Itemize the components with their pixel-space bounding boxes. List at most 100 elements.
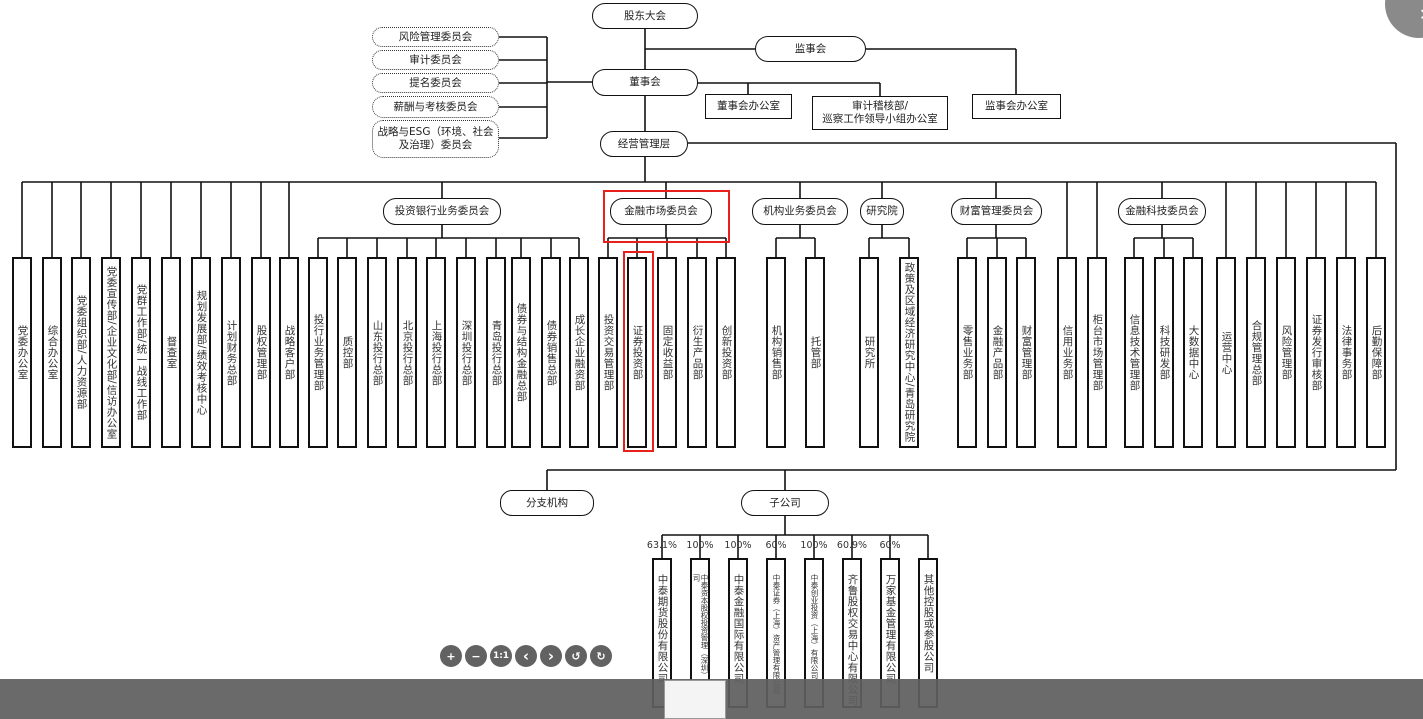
department-label: 计划财务总部	[225, 319, 238, 386]
department-label: 青岛投行总部	[490, 319, 503, 386]
department-label: 法律事务部	[1340, 325, 1353, 380]
subsidiary-label: 中泰资本股权投资管理（深圳）有限公司	[692, 574, 709, 702]
department-label: 合规管理总部	[1250, 319, 1263, 386]
department-box: 山东投行总部	[367, 257, 387, 448]
subsidiary-box: 中泰资本股权投资管理（深圳）有限公司	[690, 558, 710, 708]
department-box: 法律事务部	[1336, 257, 1356, 448]
department-box: 科技研发部	[1154, 257, 1174, 448]
department-box: 规划发展部/绩效考核中心	[191, 257, 211, 448]
rotate-left-button[interactable]: ↺	[565, 645, 587, 667]
zoom-out-button[interactable]: −	[465, 645, 487, 667]
department-label: 北京投行总部	[401, 319, 414, 386]
department-box: 柜台市场管理部	[1087, 257, 1107, 448]
node-board-of-directors: 董事会	[592, 69, 698, 96]
subsidiary-label: 中泰金融国际有限公司	[732, 574, 745, 684]
department-box: 计划财务总部	[221, 257, 241, 448]
department-box: 督查室	[161, 257, 181, 448]
subsidiary-label: 万家基金管理有限公司	[884, 574, 897, 684]
committee-fintech: 金融科技委员会	[1118, 198, 1206, 225]
department-box: 深圳投行总部	[456, 257, 476, 448]
board-committee-audit: 审计委员会	[372, 50, 499, 70]
department-label: 运营中心	[1220, 330, 1233, 375]
node-audit-dept: 审计稽核部/ 巡察工作领导小组办公室	[812, 96, 948, 130]
department-label: 财富管理部	[1020, 325, 1033, 380]
department-label: 党委办公室	[16, 325, 29, 380]
department-label: 深圳投行总部	[460, 319, 473, 386]
thumbnail-image[interactable]	[664, 680, 726, 719]
department-label: 科技研发部	[1158, 325, 1171, 380]
department-label: 创新投资部	[720, 325, 733, 380]
department-box: 托管部	[805, 257, 825, 448]
department-label: 质控部	[341, 336, 354, 369]
department-box: 信息技术管理部	[1124, 257, 1144, 448]
ownership-percent: 60.9%	[836, 540, 868, 551]
node-supervisory-board: 监事会	[755, 36, 866, 62]
department-box: 成长企业融资部	[569, 257, 589, 448]
committee-financial-markets: 金融市场委员会	[610, 198, 712, 225]
ownership-percent: 60%	[765, 540, 787, 551]
board-committee-risk: 风险管理委员会	[372, 27, 499, 47]
department-box: 研究所	[859, 257, 879, 448]
ownership-percent: 100%	[724, 540, 752, 551]
next-button[interactable]: ›	[540, 645, 562, 667]
department-box: 创新投资部	[716, 257, 736, 448]
node-supervisors-office: 监事会办公室	[972, 94, 1061, 119]
board-committee-strategy-esg: 战略与ESG（环境、社会及治理）委员会	[372, 120, 499, 158]
close-icon: ✕	[1419, 5, 1423, 24]
department-label: 衍生产品部	[691, 325, 704, 380]
highlight-box-department	[623, 251, 654, 452]
department-label: 债券销售总部	[545, 319, 558, 386]
department-box: 后勤保障部	[1366, 257, 1386, 448]
committee-wealth-management: 财富管理委员会	[951, 198, 1042, 225]
subsidiary-label: 其他控股或参股公司	[922, 574, 935, 673]
node-management: 经营管理层	[600, 131, 688, 157]
actual-size-button[interactable]: 1:1	[490, 645, 512, 667]
node-shareholders-meeting: 股东大会	[592, 3, 698, 29]
department-label: 金融产品部	[991, 325, 1004, 380]
board-committee-compensation: 薪酬与考核委员会	[372, 96, 499, 118]
department-label: 投行业务管理部	[312, 314, 325, 391]
highlight-box-committee	[603, 190, 730, 243]
subsidiary-label: 中泰期货股份有限公司	[656, 574, 669, 684]
department-label: 柜台市场管理部	[1091, 314, 1104, 391]
department-label: 债券与结构金融总部	[515, 303, 528, 402]
department-box: 合规管理总部	[1246, 257, 1266, 448]
previous-button[interactable]: ‹	[515, 645, 537, 667]
committee-institutional: 机构业务委员会	[752, 198, 848, 225]
rotate-right-button[interactable]: ↻	[590, 645, 612, 667]
ownership-percent: 100%	[686, 540, 714, 551]
department-box: 上海投行总部	[426, 257, 446, 448]
node-branches: 分支机构	[500, 490, 594, 516]
zoom-in-button[interactable]: +	[440, 645, 462, 667]
department-box: 战略客户部	[279, 257, 299, 448]
department-box: 北京投行总部	[397, 257, 417, 448]
subsidiary-box: 万家基金管理有限公司	[880, 558, 900, 708]
board-committee-nomination: 提名委员会	[372, 73, 499, 93]
subsidiary-label: 中泰证券（上海）资产管理有限公司	[772, 574, 781, 694]
department-label: 党委宣传部/企业文化部/信访办公室	[105, 265, 118, 440]
department-label: 大数据中心	[1187, 325, 1200, 380]
ownership-percent: 63.1%	[646, 540, 678, 551]
ownership-percent: 60%	[879, 540, 901, 551]
department-label: 证券投资部	[631, 325, 644, 380]
subsidiary-label: 中泰创业投资（上海）有限公司	[810, 574, 819, 679]
department-box: 政策及区域经济研究中心/青岛研究院	[899, 257, 919, 448]
department-box: 大数据中心	[1183, 257, 1203, 448]
department-label: 成长企业融资部	[573, 314, 586, 391]
department-label: 党委组织部/人力资源部	[75, 295, 88, 410]
department-box: 衍生产品部	[687, 257, 707, 448]
department-label: 股权管理部	[255, 325, 268, 380]
node-board-office: 董事会办公室	[705, 94, 792, 119]
department-label: 机构销售部	[770, 325, 783, 380]
department-box: 股权管理部	[251, 257, 271, 448]
department-label: 固定收益部	[661, 325, 674, 380]
department-box: 固定收益部	[657, 257, 677, 448]
department-box: 金融产品部	[987, 257, 1007, 448]
department-label: 综合办公室	[46, 325, 59, 380]
subsidiary-box: 其他控股或参股公司	[918, 558, 938, 708]
department-label: 信用业务部	[1061, 325, 1074, 380]
department-label: 山东投行总部	[371, 319, 384, 386]
department-label: 政策及区域经济研究中心/青岛研究院	[903, 262, 916, 443]
department-box: 证券投资部	[627, 257, 647, 448]
